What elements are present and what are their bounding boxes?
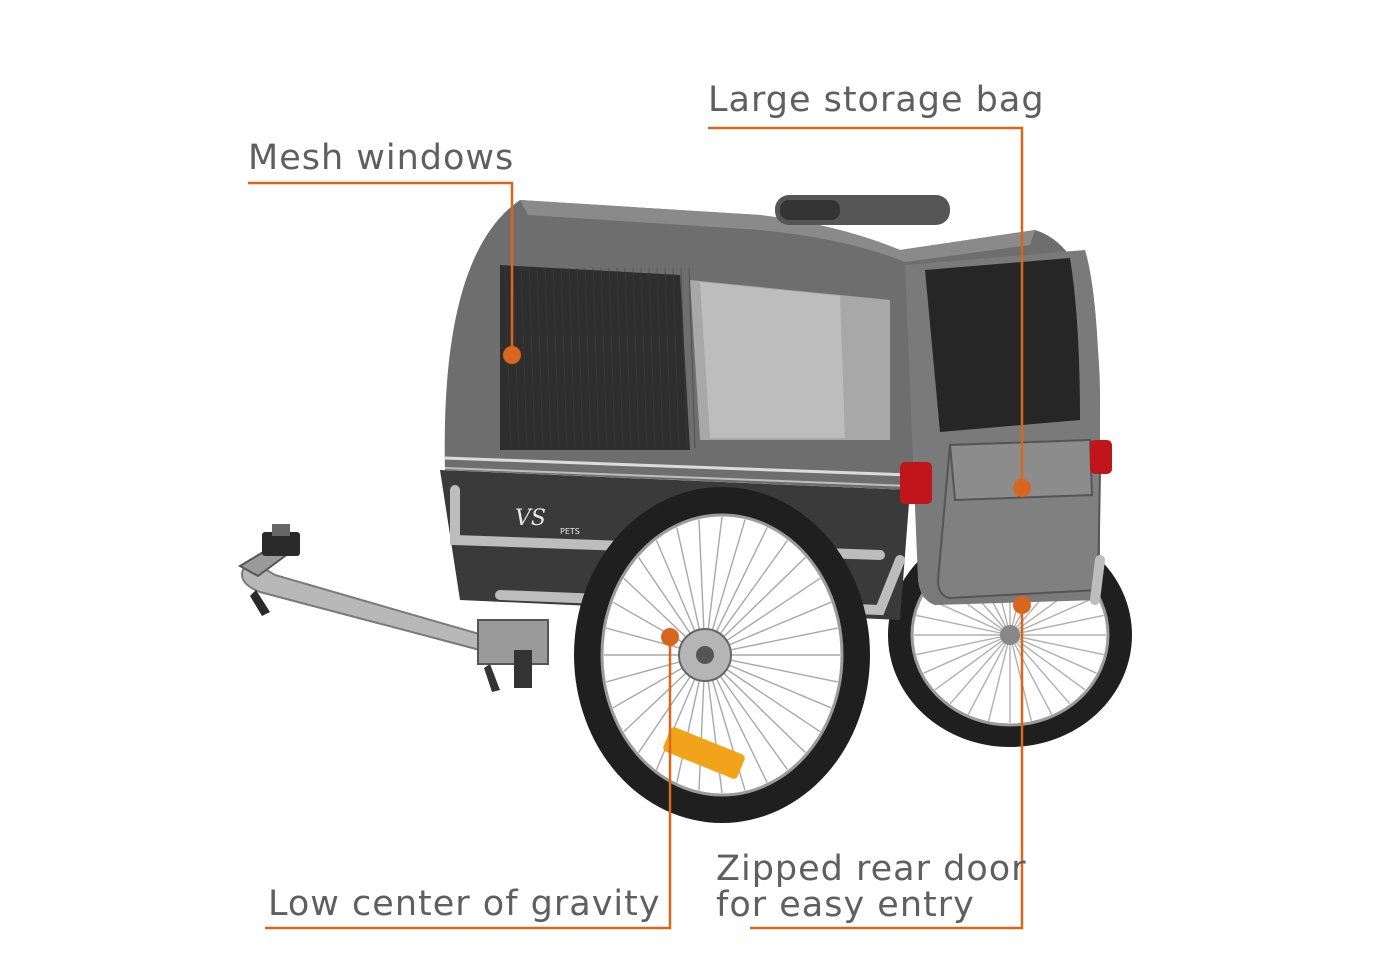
- mesh-strand: [640, 267, 648, 449]
- mesh-strand: [560, 267, 568, 449]
- wheel-spoke: [1009, 634, 1104, 656]
- wheel-spoke: [934, 634, 1011, 691]
- wheel-spoke: [916, 614, 1011, 636]
- wheel-spoke: [1009, 634, 1033, 721]
- tow-bar-joint: [477, 619, 549, 692]
- mesh-strand: [536, 267, 544, 449]
- label-low-center: Low center of gravity: [268, 884, 661, 924]
- callout-mesh-windows-leader: [248, 181, 514, 355]
- wheel-spoke: [916, 634, 1011, 656]
- wheel-spoke: [967, 634, 1011, 715]
- brand-logo-text: VS: [515, 506, 546, 531]
- callout-low-center-leader: [265, 637, 672, 930]
- wheel-spoke: [1009, 614, 1104, 636]
- side-mesh-window: [500, 265, 890, 450]
- mesh-strand: [688, 267, 696, 449]
- mesh-strand: [672, 267, 680, 449]
- mesh-strand: [600, 267, 608, 449]
- roof-roll: [775, 195, 950, 225]
- wheel-spoke: [987, 634, 1011, 721]
- mesh-strand: [552, 267, 560, 449]
- callout-storage-bag-dot: [1013, 479, 1031, 497]
- front-left-wheel: [574, 487, 870, 823]
- red-reflector-right: [1090, 440, 1112, 474]
- mesh-strand: [632, 267, 640, 449]
- callout-rear-door-leader: [750, 605, 1024, 930]
- amber-spoke-reflector: [663, 727, 745, 779]
- mesh-strand: [568, 267, 576, 449]
- label-mesh-windows: Mesh windows: [248, 138, 515, 178]
- wheel-spoke: [1009, 634, 1053, 715]
- callout-storage-bag-leader: [708, 126, 1024, 488]
- hitch-coupler: [250, 524, 300, 616]
- wheel-spoke: [1009, 596, 1097, 636]
- mesh-strand: [544, 267, 552, 449]
- mesh-strand: [520, 267, 528, 449]
- callout-rear-door-dot: [1013, 596, 1031, 614]
- brand-logo-subtext: PETS: [560, 527, 580, 536]
- mesh-strand: [608, 267, 616, 449]
- brand-logo: VS PETS: [515, 506, 580, 536]
- red-reflector-left: [900, 462, 932, 504]
- mesh-strand: [680, 267, 688, 449]
- label-rear-door-line1: Zipped rear door: [716, 849, 1027, 889]
- wheel-spoke: [1009, 634, 1071, 705]
- callout-mesh-windows-dot: [503, 346, 521, 364]
- rear-storage-bag: [936, 438, 1102, 600]
- label-rear-door-line2: for easy entry: [716, 885, 975, 925]
- mesh-strand: [584, 267, 592, 449]
- mesh-strand: [576, 267, 584, 449]
- mesh-strand: [616, 267, 624, 449]
- wheel-spoke: [923, 634, 1011, 674]
- label-rear-door: Zipped rear door for easy entry: [716, 851, 1027, 923]
- mesh-strand: [592, 267, 600, 449]
- wheel-spoke: [949, 634, 1011, 705]
- mesh-strand: [664, 267, 672, 449]
- mesh-strand: [528, 267, 536, 449]
- label-storage-bag: Large storage bag: [708, 80, 1045, 120]
- mesh-strand: [624, 267, 632, 449]
- mesh-strand: [648, 267, 656, 449]
- mesh-strand: [656, 267, 664, 449]
- callout-low-center-dot: [661, 628, 679, 646]
- wheel-spoke: [1009, 634, 1097, 674]
